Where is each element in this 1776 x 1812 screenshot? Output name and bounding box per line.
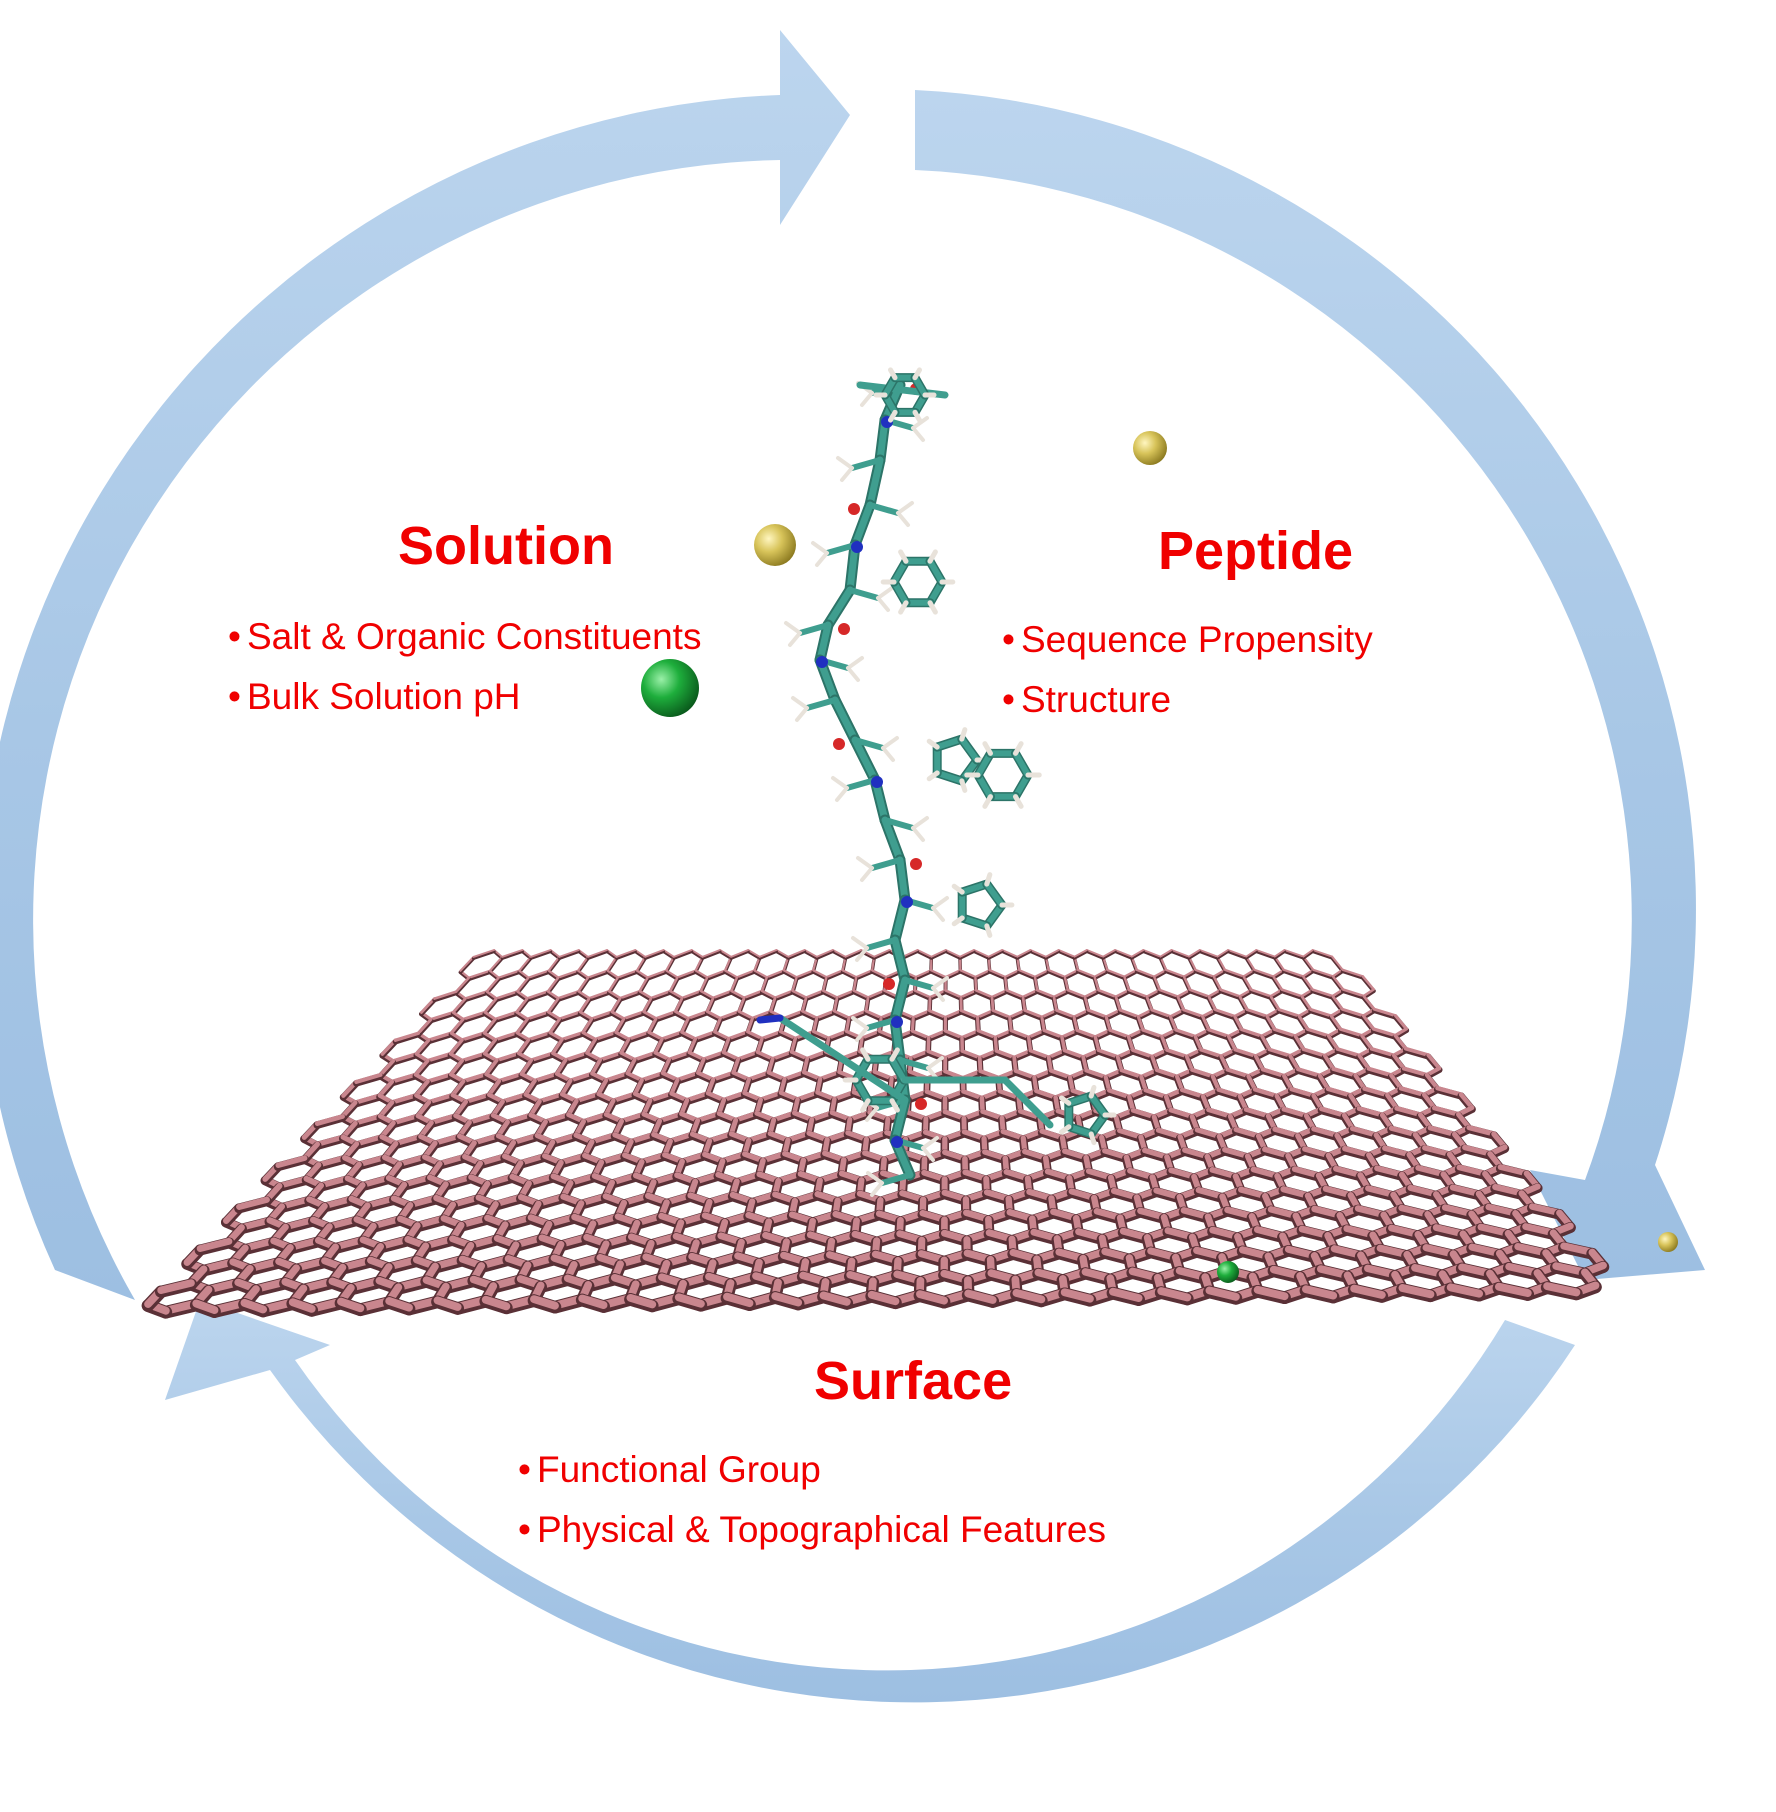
graphene-sheet-icon [148, 950, 1603, 1312]
peptide-item: Structure [1002, 670, 1373, 730]
solution-list: Salt & Organic Constituents Bulk Solutio… [228, 607, 701, 727]
ion-sphere-icon [1658, 1232, 1678, 1252]
surface-list: Functional Group Physical & Topographica… [518, 1440, 1106, 1560]
solution-item: Bulk Solution pH [228, 667, 701, 727]
peptide-list: Sequence Propensity Structure [1002, 610, 1373, 730]
solution-heading: Solution [398, 515, 614, 577]
peptide-heading: Peptide [1158, 520, 1353, 582]
ion-sphere-icon [754, 524, 796, 566]
peptide-item: Sequence Propensity [1002, 610, 1373, 670]
surface-item: Functional Group [518, 1440, 1106, 1500]
ion-sphere-icon [1133, 431, 1167, 465]
solution-item: Salt & Organic Constituents [228, 607, 701, 667]
ion-sphere-icon [1217, 1261, 1239, 1283]
surface-heading: Surface [814, 1350, 1012, 1412]
surface-item: Physical & Topographical Features [518, 1500, 1106, 1560]
peptide-molecule-icon [760, 370, 1114, 1195]
